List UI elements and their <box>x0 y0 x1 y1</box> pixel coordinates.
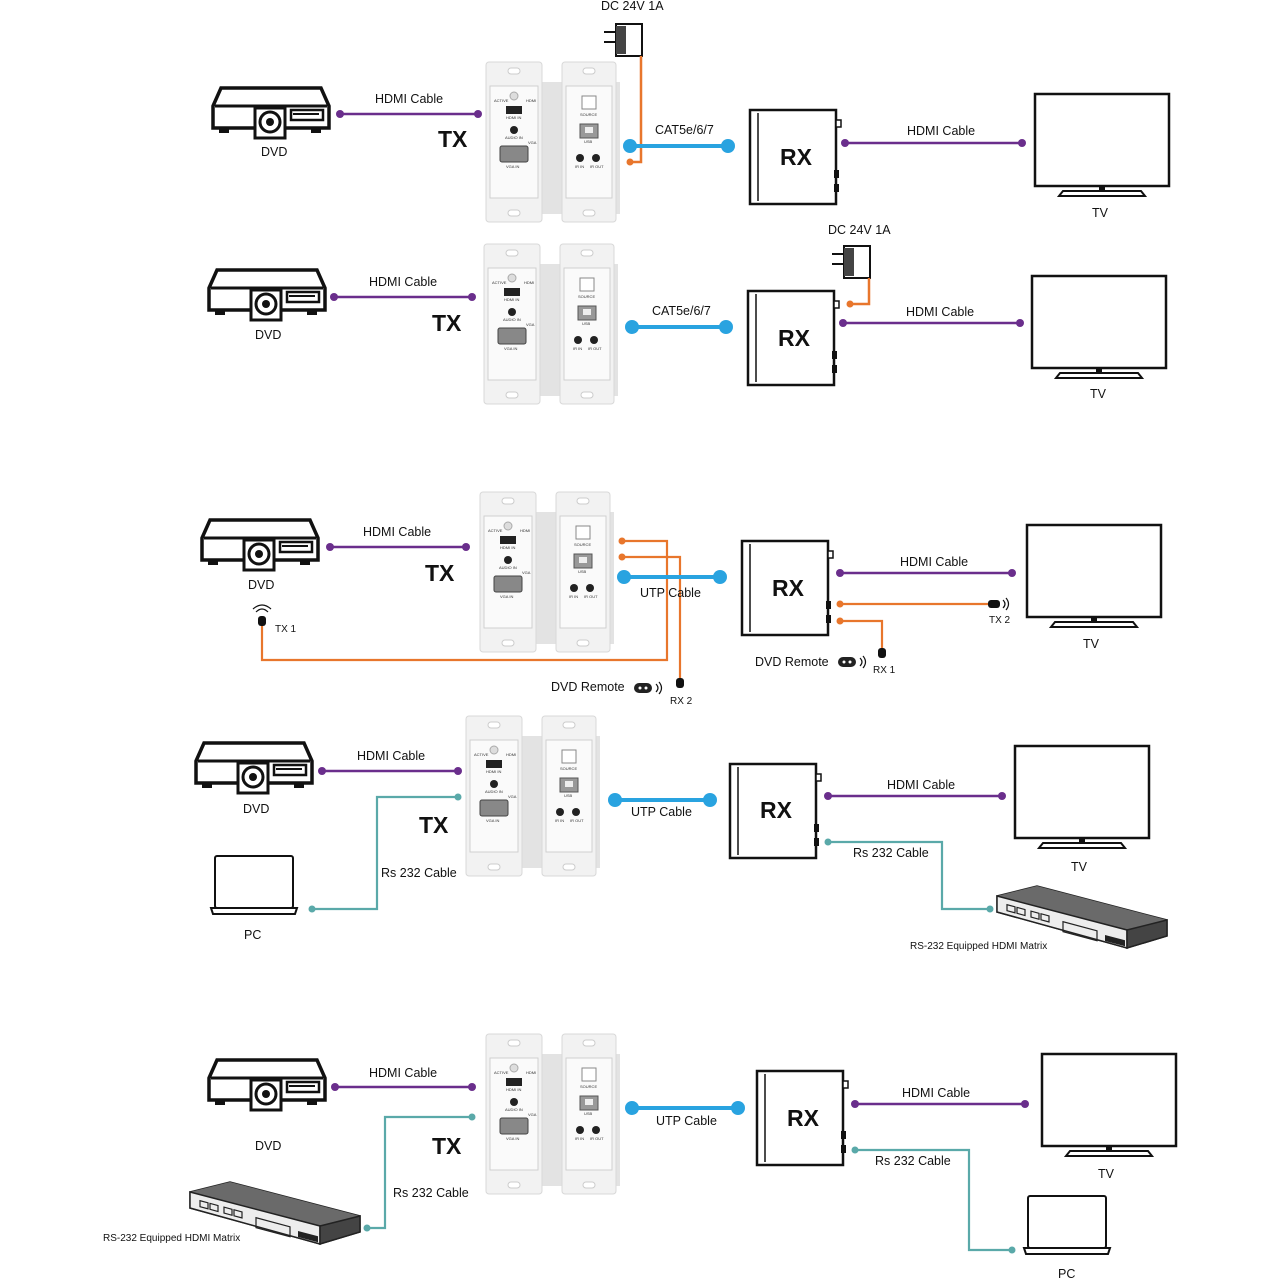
dvd-label: DVD <box>248 578 274 592</box>
dc-label: DC 24V 1A <box>601 0 664 13</box>
ir-eye-icon <box>676 678 684 688</box>
dvd-label: DVD <box>255 1139 281 1153</box>
hdmi-cable-label: HDMI Cable <box>375 92 443 106</box>
tx-wall-plates <box>485 1033 621 1195</box>
tv-label: TV <box>1083 637 1100 651</box>
tx1-label: TX 1 <box>275 624 297 635</box>
power-adapter-icon <box>603 23 643 57</box>
dc-label: DC 24V 1A <box>828 223 891 237</box>
tx-label: TX <box>438 126 468 152</box>
ir-eye-icon <box>878 648 886 658</box>
rx-label: RX <box>772 575 805 601</box>
hdmi-cable-label: HDMI Cable <box>369 1066 437 1080</box>
matrix-label: RS-232 Equipped HDMI Matrix <box>103 1233 240 1244</box>
hdmi-cable-label: HDMI Cable <box>906 305 974 319</box>
setup-1: DVD HDMI Cable TX DC 24V 1A CAT5e/6/7 RX… <box>211 0 1171 223</box>
hdmi-cable-label: HDMI Cable <box>369 275 437 289</box>
utp-label: UTP Cable <box>656 1114 717 1128</box>
tx-label: TX <box>432 310 462 336</box>
pc-label: PC <box>1058 1267 1075 1280</box>
tx-label: TX <box>432 1133 462 1159</box>
tv-label: TV <box>1092 206 1109 220</box>
tv-label: TV <box>1071 860 1088 874</box>
rx-label: RX <box>787 1105 820 1131</box>
tv-icon <box>1033 92 1171 198</box>
rx-label: RX <box>778 325 811 351</box>
cat-label: CAT5e/6/7 <box>655 123 714 137</box>
setup-3: DVD HDMI Cable TX TX 1 RX 2 DVD Remote U… <box>200 491 1163 707</box>
tv-icon <box>1013 744 1151 850</box>
tx-label: TX <box>419 812 449 838</box>
dvd-remote-label: DVD Remote <box>755 655 829 669</box>
tx-wall-plates <box>483 243 619 405</box>
tx2-label: TX 2 <box>989 615 1011 626</box>
dvd-remote-label: DVD Remote <box>551 680 625 694</box>
tx-label: TX <box>425 560 455 586</box>
rs232-label: Rs 232 Cable <box>853 846 929 860</box>
matrix-label: RS-232 Equipped HDMI Matrix <box>910 941 1047 952</box>
utp-label: UTP Cable <box>640 586 701 600</box>
tv-label: TV <box>1098 1167 1115 1181</box>
hdmi-cable-label: HDMI Cable <box>902 1086 970 1100</box>
remote-icon <box>837 655 867 669</box>
utp-label: UTP Cable <box>631 805 692 819</box>
tv-icon <box>1030 274 1168 380</box>
setup-2: DVD HDMI Cable TX CAT5e/6/7 RX DC 24V 1A… <box>207 223 1168 405</box>
rx1-label: RX 1 <box>873 665 896 676</box>
ir-eye-icon <box>258 616 266 626</box>
hdmi-matrix-icon <box>996 885 1168 949</box>
tv-icon <box>1040 1052 1178 1158</box>
dvd-player-icon <box>211 86 331 140</box>
rx-label: RX <box>780 144 813 170</box>
dvd-label: DVD <box>243 802 269 816</box>
rs232-label: Rs 232 Cable <box>381 866 457 880</box>
tx-wall-plates <box>465 715 601 877</box>
tx-wall-plates <box>479 491 615 653</box>
tx-wall-plates <box>485 61 621 223</box>
pc-label: PC <box>244 928 261 942</box>
rx2-label: RX 2 <box>670 696 693 707</box>
tv-label: TV <box>1090 387 1107 401</box>
dvd-player-icon <box>207 1058 327 1112</box>
remote-icon <box>633 681 663 695</box>
rs232-label: Rs 232 Cable <box>875 1154 951 1168</box>
dvd-player-icon <box>207 268 327 322</box>
hdmi-cable-label: HDMI Cable <box>900 555 968 569</box>
laptop-icon <box>210 855 298 915</box>
setup-5: DVD HDMI Cable TX Rs 232 Cable RS-232 Eq… <box>103 1033 1178 1280</box>
dvd-player-icon <box>194 741 314 795</box>
hdmi-cable-label: HDMI Cable <box>357 749 425 763</box>
cat-label: CAT5e/6/7 <box>652 304 711 318</box>
hdmi-cable-label: HDMI Cable <box>907 124 975 138</box>
laptop-icon <box>1023 1195 1111 1255</box>
setup-4: DVD HDMI Cable TX Rs 232 Cable PC UTP Ca… <box>194 715 1168 952</box>
dvd-player-icon <box>200 518 320 572</box>
rs232-label: Rs 232 Cable <box>393 1186 469 1200</box>
dvd-label: DVD <box>255 328 281 342</box>
rx-label: RX <box>760 797 793 823</box>
hdmi-cable-label: HDMI Cable <box>363 525 431 539</box>
power-adapter-icon <box>831 245 871 279</box>
tv-icon <box>1025 523 1163 629</box>
hdmi-cable-label: HDMI Cable <box>887 778 955 792</box>
dvd-label: DVD <box>261 145 287 159</box>
